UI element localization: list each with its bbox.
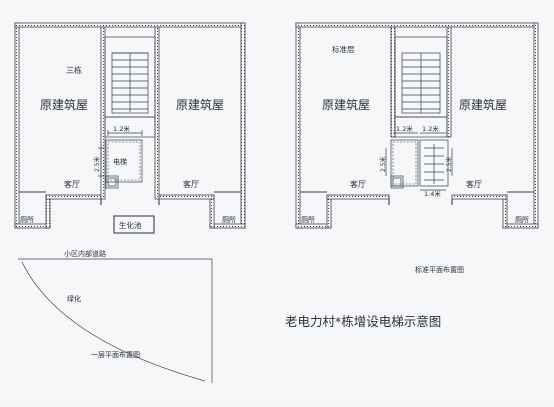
right-plan-caption: 标准平面布置图 [415,265,464,274]
left-plan-toilet-right: 厕所 [222,215,236,224]
right-plan-stair-treads [401,52,441,114]
site-road-label: 小区内部道路 [64,249,106,258]
right-plan-north-wall [295,22,539,28]
main-title: 老电力村*栋增设电梯示意图 [285,314,441,329]
left-plan-dim-depth: 2.5米 [93,156,101,172]
right-plan-living-right: 客厅 [466,179,482,189]
left-plan-elevator-label: 电梯 [113,157,127,166]
site-green-arc [21,261,206,382]
left-plan-living-left: 客厅 [64,179,80,189]
right-plan-floor-label: 标准层 [332,44,355,54]
left-plan-living-right: 客厅 [183,179,199,189]
right-plan-elevator-right [419,139,449,187]
right-plan-room-right: 原建筑屋 [459,97,507,112]
right-plan-dim-depth-left: 2.5米 [379,156,387,172]
left-plan-room-right: 原建筑屋 [176,97,224,112]
left-plan-floor-label: 三栋 [66,65,82,75]
left-plan-elevator-shaft [105,139,143,183]
site-green-label: 绿化 [67,294,81,303]
left-plan-septic-tank [113,215,155,234]
left-floor-plan: 三栋 原建筑屋 原建筑屋 客厅 客厅 厕所 厕所 电梯 1.2米 2.5米 生化… [14,22,246,234]
left-plan-north-wall [14,22,246,28]
right-floor-plan: 标准层 原建筑屋 原建筑屋 客厅 客厅 厕所 厕所 1.2米 1.2米 2.5米… [295,22,539,274]
right-plan-dim-width-right: 1.2米 [422,124,439,133]
right-plan-elevator-left [390,139,419,187]
left-plan-room-left: 原建筑屋 [40,97,88,112]
right-plan-toilet-right: 厕所 [515,215,529,224]
left-plan-south-wall-west [14,223,51,229]
left-plan-toilet-left: 厕所 [20,215,34,224]
site-plan: 小区内部道路 绿化 一层平面布置图 [18,249,213,383]
right-plan-room-left: 原建筑屋 [322,97,370,112]
left-plan-stair-treads [111,52,149,114]
site-plan-caption: 一层平面布置图 [91,350,140,359]
right-plan-living-left: 客厅 [350,179,366,189]
right-plan-east-wall [533,22,539,229]
right-plan-dim-bottom: 1.4米 [424,189,441,198]
left-plan-dim-width: 1.2米 [113,124,130,133]
right-plan-dim-depth-right: 2.5米 [445,156,453,172]
right-plan-dim-width-left: 1.2米 [396,124,413,133]
right-plan-west-wall [295,22,301,229]
left-plan-west-wall [14,22,20,229]
left-plan-east-wall [240,22,246,229]
left-plan-septic-label: 生化池 [119,220,142,230]
right-plan-toilet-left: 厕所 [301,215,315,224]
left-plan-south-wall-east [209,223,246,229]
